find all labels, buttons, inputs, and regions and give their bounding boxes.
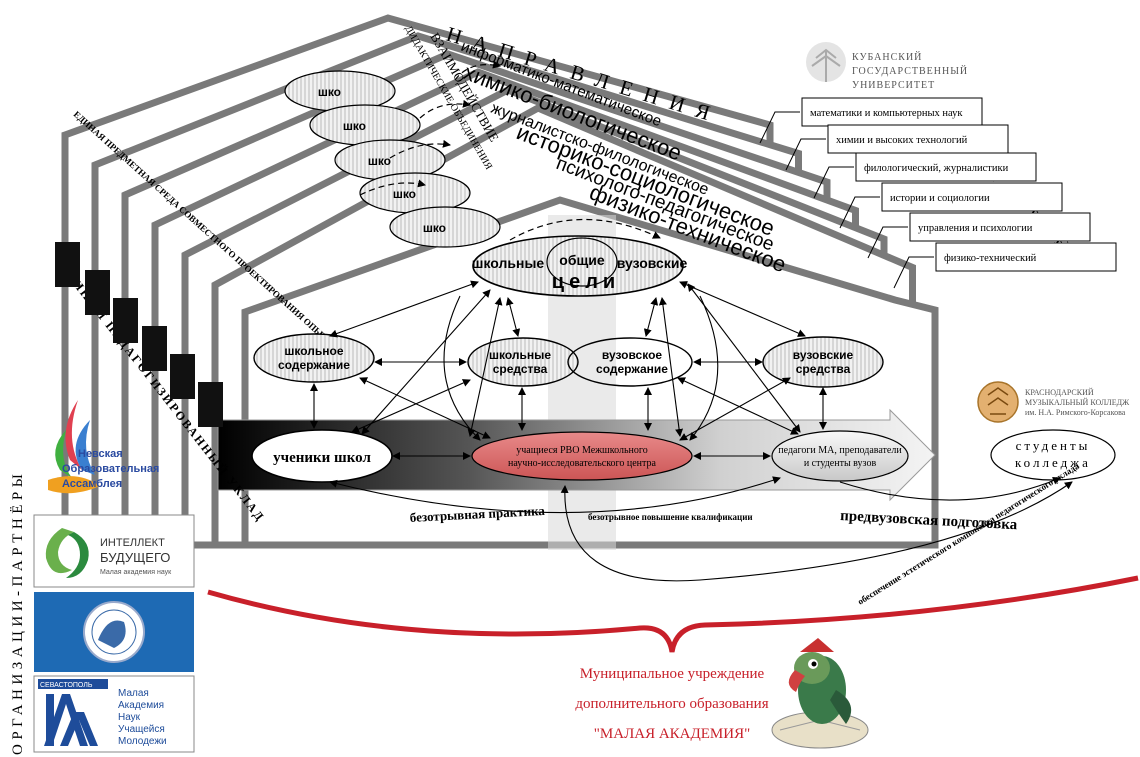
university-means-node: вузовские средства: [762, 336, 884, 388]
sevastopol-line2: Академия: [118, 700, 164, 711]
college-students-node: студенты колледжа: [990, 429, 1116, 481]
teachers-line2: и студенты вузов: [804, 458, 877, 469]
school-students-label: ученики школ: [273, 450, 371, 466]
school-students-node: ученики школ: [251, 429, 393, 483]
faculty-connector: [759, 111, 800, 144]
partial-label: шко: [393, 187, 416, 201]
school-means-line2: средства: [493, 362, 548, 376]
qualification-label: безотрывное повышение квалификации: [588, 512, 753, 522]
school-content-node: школьное содержание: [253, 333, 375, 383]
center-students-node: учащиеся РВО Межшкольного научно-исследо…: [471, 431, 693, 481]
intellect-line1: ИНТЕЛЛЕКТ: [100, 537, 165, 549]
college-logo: КРАСНОДАРСКИЙ МУЗЫКАЛЬНЫЙ КОЛЛЕДЖ им. Н.…: [977, 381, 1130, 423]
partners-title: ОРГАНИЗАЦИИ-ПАРТНЁРЫ: [9, 470, 26, 755]
footer-line3: "МАЛАЯ АКАДЕМИЯ": [594, 726, 750, 742]
common-goals-ellipse: [546, 237, 618, 287]
partial-label: шко: [318, 85, 341, 99]
faculty-label: филологический, журналистики: [864, 163, 1009, 174]
center-students-line1: учащиеся РВО Межшкольного: [516, 445, 647, 456]
partial-label: шко: [423, 221, 446, 235]
partial-label: шко: [343, 119, 366, 133]
faculty-label: математики и компьютерных наук: [810, 108, 963, 119]
intellect-line2: БУДУЩЕГО: [100, 550, 170, 565]
college-name-2: МУЗЫКАЛЬНЫЙ КОЛЛЕДЖ: [1025, 398, 1130, 407]
school-means-node: школьные средства: [467, 337, 579, 387]
faculty-box: [801, 97, 983, 127]
college-students-line1: студенты: [1016, 438, 1091, 453]
direction-labels: информатико-математическоехимико-биологи…: [459, 38, 790, 277]
faculty-label: химии и высоких технологий: [836, 135, 968, 146]
center-students-line2: научно-исследовательского центра: [508, 458, 657, 469]
goals-school: школьные: [472, 255, 545, 271]
teachers-line1: педагоги МА, преподаватели: [778, 445, 902, 456]
faculty-label: управления и психологии: [918, 223, 1033, 234]
nevskaya-line3: Ассамблея: [62, 478, 122, 490]
faculty-connector: [893, 256, 934, 289]
sevastopol-top: СЕВАСТОПОЛЬ: [40, 682, 93, 689]
sevastopol-line5: Молодежи: [118, 736, 167, 747]
university-name-1: КУБАНСКИЙ: [852, 51, 922, 63]
university-name-2: ГОСУДАРСТВЕННЫЙ: [852, 65, 968, 77]
dashed-arcs: [359, 60, 661, 241]
college-students-line2: колледжа: [1015, 455, 1091, 470]
partner-globe-logo: [34, 592, 194, 672]
faculty-connector: [867, 226, 908, 259]
practice-label: безотрывная практика: [409, 503, 545, 525]
nevskaya-line1: Невская: [78, 448, 123, 460]
footer-title: Муниципальное учреждение дополнительного…: [575, 666, 768, 742]
faculty-list: математики и компьютерных наук химии и вы…: [759, 97, 1117, 289]
faculty-box: [827, 124, 1009, 154]
university-means-line1: вузовские: [793, 348, 854, 362]
partial-labels: шко шко шко шко шко: [284, 70, 501, 248]
faculty-box: [909, 212, 1091, 242]
goals-caption: цели: [552, 271, 620, 293]
partial-goal-ellipse: [389, 206, 501, 248]
faculty-box: [935, 242, 1117, 272]
university-content-line1: вузовское: [602, 348, 663, 362]
faculty-connector: [813, 166, 854, 199]
university-content-line2: содержание: [596, 362, 668, 376]
faculty-label: физико-технический: [944, 253, 1037, 264]
sevastopol-line4: Учащейся: [118, 724, 165, 735]
nevskaya-line2: Образовательная: [62, 463, 159, 475]
faculty-box: [881, 182, 1063, 212]
university-means-line2: средства: [796, 362, 851, 376]
partner-nevskaya-logo: Невская Образовательная Ассамблея: [48, 400, 159, 494]
goals-university: вузовские: [617, 255, 688, 271]
partner-intellect-logo: ИНТЕЛЛЕКТ БУДУЩЕГО Малая академия наук: [33, 514, 195, 588]
connection-arrows: [310, 280, 1073, 582]
partial-label: шко: [368, 154, 391, 168]
faculty-box: [855, 152, 1037, 182]
sevastopol-line1: Малая: [118, 688, 149, 699]
red-brace: [207, 575, 1139, 653]
university-name-3: УНИВЕРСИТЕТ: [852, 80, 935, 91]
faculty-connector: [785, 138, 826, 171]
university-content-node: вузовское содержание: [567, 337, 693, 387]
school-content-line2: содержание: [278, 358, 350, 372]
goals-group: школьные общие вузовские цели: [472, 235, 688, 297]
university-logo: КУБАНСКИЙ ГОСУДАРСТВЕННЫЙ УНИВЕРСИТЕТ: [806, 42, 968, 91]
college-name-1: КРАСНОДАРСКИЙ: [1025, 388, 1094, 397]
partner-sevastopol-logo: СЕВАСТОПОЛЬ Малая Академия Наук Учащейся…: [33, 675, 195, 753]
school-content-line1: школьное: [284, 344, 343, 358]
bird-illustration: [771, 638, 869, 749]
school-means-line1: школьные: [489, 348, 551, 362]
goals-common: общие: [559, 252, 605, 268]
goals-ellipse: [472, 235, 684, 297]
intellect-line3: Малая академия наук: [100, 569, 172, 576]
faculty-connector: [839, 196, 880, 229]
footer-line1: Муниципальное учреждение: [580, 666, 765, 682]
footer-line2: дополнительного образования: [575, 696, 768, 712]
sevastopol-line3: Наук: [118, 712, 141, 723]
faculty-label: истории и социологии: [890, 193, 990, 204]
dark-tabs: [55, 242, 223, 427]
college-name-3: им. Н.А. Римского-Корсакова: [1025, 408, 1126, 417]
teachers-node: педагоги МА, преподаватели и студенты ву…: [771, 430, 909, 482]
